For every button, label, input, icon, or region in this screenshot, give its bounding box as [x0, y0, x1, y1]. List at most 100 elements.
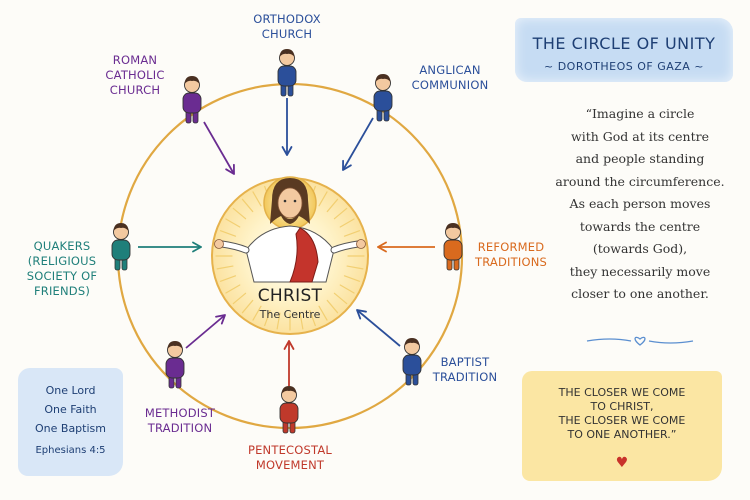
person-icon [182, 76, 202, 124]
group-label-line: CHURCH [261, 27, 313, 41]
light-ray [343, 275, 361, 282]
light-ray [241, 198, 254, 213]
light-ray [232, 207, 247, 220]
group-label-line: MOVEMENT [255, 458, 325, 472]
group-label-line: FRIENDS) [33, 284, 91, 298]
light-ray [232, 292, 247, 305]
group-label-line: TRADITIONS [474, 255, 548, 269]
callout-box [522, 371, 722, 481]
light-ray [333, 292, 348, 305]
group-label-line: ANGLICAN [419, 63, 481, 77]
callout-line: TO ONE ANOTHER.” [567, 428, 677, 441]
arrow-icon [342, 117, 374, 171]
light-ray [326, 198, 339, 213]
group-label-line: ROMAN [112, 53, 158, 67]
group-label-line: (RELIGIOUS [27, 254, 97, 268]
scripture-box [18, 368, 123, 476]
group-label-line: ORTHODOX [253, 12, 321, 26]
group-label-line: SOCIETY OF [26, 269, 98, 283]
group-label-line: QUAKERS [33, 239, 91, 253]
christ-figure [214, 176, 366, 283]
quote-block: “Imagine a circle with God at its centre… [545, 103, 735, 306]
light-ray [299, 312, 304, 330]
light-ray [219, 275, 237, 282]
light-ray [333, 207, 348, 220]
person-icon [373, 74, 393, 122]
center-title: CHRIST [257, 286, 323, 306]
quote-line: towards the centre [579, 218, 701, 234]
group-label-line: METHODIST [144, 406, 216, 420]
scripture-reference: Ephesians 4:5 [35, 445, 106, 456]
quote-line: closer to one another. [571, 286, 709, 301]
divider-heart-icon [586, 336, 694, 346]
light-ray [219, 230, 237, 237]
quote-line: around the circumference. [555, 173, 725, 189]
callout-line: THE CLOSER WE COME [558, 386, 686, 399]
faith-line: One Baptism [35, 422, 106, 435]
page-title: THE CIRCLE OF UNITY [532, 34, 716, 53]
arrow-icon [138, 241, 202, 253]
light-ray [276, 312, 281, 330]
page-subtitle: ~ DOROTHEOS OF GAZA ~ [543, 60, 705, 73]
person-icon [279, 386, 299, 434]
group-label-line: CATHOLIC [105, 68, 165, 82]
callout-text: THE CLOSER WE COME TO CHRIST, THE CLOSER… [522, 386, 722, 442]
quote-line: (towards God), [592, 241, 688, 256]
light-ray [225, 218, 241, 228]
heart-icon: ♥ [615, 455, 629, 471]
quote-line: As each person moves [569, 196, 711, 211]
group-label-line: TRADITION [432, 370, 498, 384]
scripture-text: One Lord One Faith One Baptism Ephesians… [18, 381, 123, 460]
person-icon [443, 223, 463, 271]
quote-line: they necessarily move [569, 263, 711, 279]
arrow-icon [377, 241, 435, 253]
quote-line: “Imagine a circle [585, 106, 695, 121]
light-ray [318, 191, 328, 207]
group-spokes [111, 49, 463, 434]
light-ray [318, 305, 328, 321]
quote-line: with God at its centre [571, 128, 709, 144]
light-ray [339, 218, 355, 228]
faith-line: One Lord [45, 384, 96, 397]
faith-line: One Faith [44, 403, 97, 416]
light-ray [241, 299, 254, 314]
group-label-line: TRADITION [147, 421, 213, 435]
light-ray [339, 284, 355, 294]
person-icon [277, 49, 297, 97]
light-ray [326, 299, 339, 314]
light-ray [216, 265, 234, 270]
light-ray [346, 265, 364, 270]
group-label-line: COMMUNION [411, 78, 489, 92]
light-ray [252, 191, 262, 207]
light-ray [264, 309, 271, 327]
callout-line: THE CLOSER WE COME [558, 414, 686, 427]
arrow-icon [356, 309, 401, 347]
group-label-line: REFORMED [477, 240, 545, 254]
light-rays [215, 181, 365, 331]
light-ray [309, 309, 316, 327]
person-icon [165, 341, 185, 389]
person-icon [111, 223, 131, 271]
callout-line: TO CHRIST, [590, 400, 654, 413]
light-ray [343, 230, 361, 237]
light-ray [252, 305, 262, 321]
group-label-line: CHURCH [109, 83, 161, 97]
light-ray [225, 284, 241, 294]
group-label-line: PENTECOSTAL [247, 443, 333, 457]
arrow-icon [185, 314, 226, 349]
group-label-line: BAPTIST [440, 355, 490, 369]
person-icon [402, 338, 422, 386]
arrow-icon [283, 340, 295, 386]
quote-line: and people standing [575, 151, 705, 166]
arrow-icon [203, 121, 235, 175]
title-banner [515, 18, 733, 82]
